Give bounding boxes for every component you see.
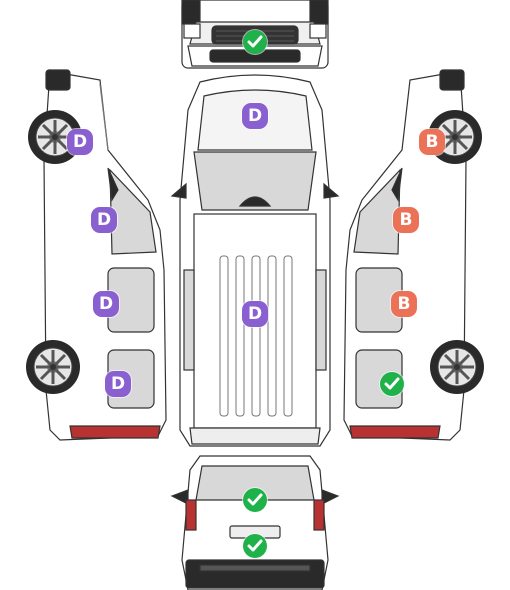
check-icon [247,493,263,506]
right-body-marker-2[interactable]: B [393,207,419,233]
front-view [181,0,329,69]
roof-dent-marker-1[interactable]: D [242,103,268,129]
left-rear-wheel [24,338,82,396]
check-icon [247,539,263,552]
right-side-view [343,69,467,441]
right-rear-wheel [428,338,486,396]
left-side-view [43,69,167,441]
rear-window-ok-marker[interactable] [243,488,267,512]
left-dent-marker-1[interactable]: D [67,129,93,155]
rear-view [170,455,340,590]
left-dent-marker-2[interactable]: D [91,207,117,233]
check-icon [247,35,263,48]
left-dent-marker-4[interactable]: D [105,371,131,397]
right-body-marker-3[interactable]: B [391,291,417,317]
right-ok-marker[interactable] [380,372,404,396]
front-ok-marker[interactable] [243,30,267,54]
roof-view [170,74,340,447]
rear-bumper-ok-marker[interactable] [243,534,267,558]
check-icon [384,377,400,390]
right-body-marker-1[interactable]: B [419,129,445,155]
left-dent-marker-3[interactable]: D [93,291,119,317]
roof-dent-marker-2[interactable]: D [242,301,268,327]
